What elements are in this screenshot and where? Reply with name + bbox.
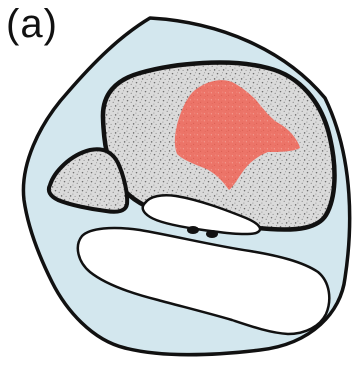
dot-left [187, 226, 199, 234]
dot-right [206, 230, 218, 238]
